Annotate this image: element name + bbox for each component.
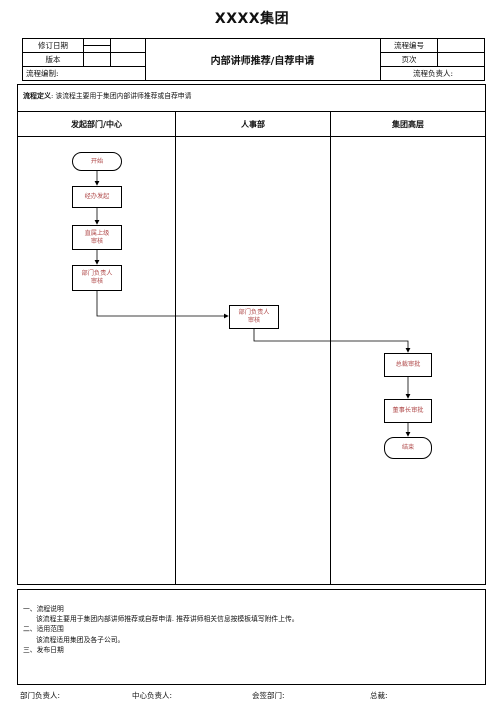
page-title: XXXX集团 (214, 11, 290, 27)
supervisor-review-line2: 审核 (90, 237, 104, 245)
lane-hr: 人事部 (241, 118, 265, 129)
node-hr-head-review: 部门负责人审核 (229, 305, 279, 329)
process-number-label: 流程编号 (394, 41, 424, 50)
notes-item2-title: 二、适用范围 (23, 625, 64, 634)
revision-date-label: 修订日期 (38, 41, 68, 50)
notes-item2-text: 该流程适用集团及各子公司。 (36, 635, 125, 644)
definition-text: 该流程主要用于集团内部讲师推荐或自荐申请 (55, 92, 192, 100)
definition-label: 流程定义 (23, 91, 51, 100)
node-dept-head-review: 部门负责人审核 (72, 265, 122, 291)
process-editor-label: 流程编制: (26, 69, 59, 78)
footer-center-head: 中心负责人: (132, 691, 173, 700)
document-title: 内部讲师推荐/自荐申请 (210, 55, 315, 67)
process-owner-label: 流程负责人: (412, 69, 454, 78)
node-end: 结束 (384, 437, 432, 459)
hr-head-review-line2: 审核 (247, 317, 261, 324)
version-label: 版本 (45, 55, 61, 64)
node-start: 开始 (72, 152, 122, 171)
dept-head-review-line2: 审核 (90, 278, 104, 285)
notes-item3-title: 三、发布日期 (23, 645, 64, 654)
node-ceo-approval: 总裁审批 (384, 353, 432, 377)
footer-countersign: 会签部门: (252, 691, 285, 700)
footer-dept-head: 部门负责人: (20, 691, 61, 700)
notes-item1-text: 该流程主要用于集团内部讲师推荐或自荐申请. 推荐讲师相关信息按模板填写附件上传。 (36, 615, 299, 624)
arrow-hr-to-ceo (253, 329, 411, 353)
node-handler-initiate: 经办发起 (72, 186, 122, 208)
lane-executive: 集团高层 (392, 118, 424, 129)
notes-item1-title: 一、流程说明 (23, 605, 64, 613)
node-chairman-approval: 董事长审批 (384, 399, 432, 423)
process-notes: 一、流程说明 该流程主要用于集团内部讲师推荐或自荐申请. 推荐讲师相关信息按模板… (23, 604, 299, 655)
dept-head-review-line1: 部门负责人 (81, 270, 113, 277)
supervisor-review-line1: 直属上级 (84, 229, 110, 237)
arrow-depthead-to-hr (96, 291, 229, 319)
footer-president: 总裁: (370, 691, 388, 700)
page-label: 页次 (401, 55, 417, 64)
hr-head-review-line1: 部门负责人 (238, 309, 270, 316)
definition-colon: : (51, 92, 54, 100)
lane-initiator: 发起部门/中心 (71, 118, 122, 129)
process-definition: 流程定义: 该流程主要用于集团内部讲师推荐或自荐申请 (23, 90, 191, 101)
node-supervisor-review: 直属上级审核 (72, 225, 122, 250)
